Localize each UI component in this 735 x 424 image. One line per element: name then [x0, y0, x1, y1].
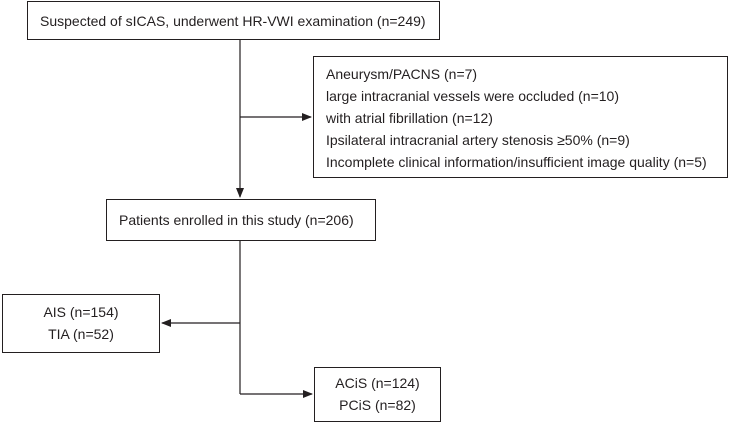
tia-count: TIA (n=52): [48, 326, 114, 342]
excluded-item: large intracranial vessels were occluded…: [326, 88, 619, 104]
acis-count: ACiS (n=124): [335, 375, 420, 391]
excluded-item: Incomplete clinical information/insuffic…: [326, 154, 707, 170]
acis-pcis-box: ACiS (n=124) PCiS (n=82): [314, 367, 441, 422]
enrolled-text: Patients enrolled in this study (n=206): [119, 212, 354, 228]
excluded-item: Aneurysm/PACNS (n=7): [326, 66, 478, 82]
excluded-box: Aneurysm/PACNS (n=7) large intracranial …: [313, 56, 728, 178]
screened-text: Suspected of sICAS, underwent HR-VWI exa…: [40, 13, 426, 29]
enrolled-box: Patients enrolled in this study (n=206): [106, 199, 376, 241]
excluded-item: with atrial fibrillation (n=12): [326, 110, 493, 126]
screened-box: Suspected of sICAS, underwent HR-VWI exa…: [27, 1, 440, 40]
pcis-count: PCiS (n=82): [339, 397, 416, 413]
ais-count: AIS (n=154): [43, 304, 119, 320]
excluded-item: Ipsilateral intracranial artery stenosis…: [326, 132, 630, 148]
ais-tia-box: AIS (n=154) TIA (n=52): [2, 294, 160, 353]
